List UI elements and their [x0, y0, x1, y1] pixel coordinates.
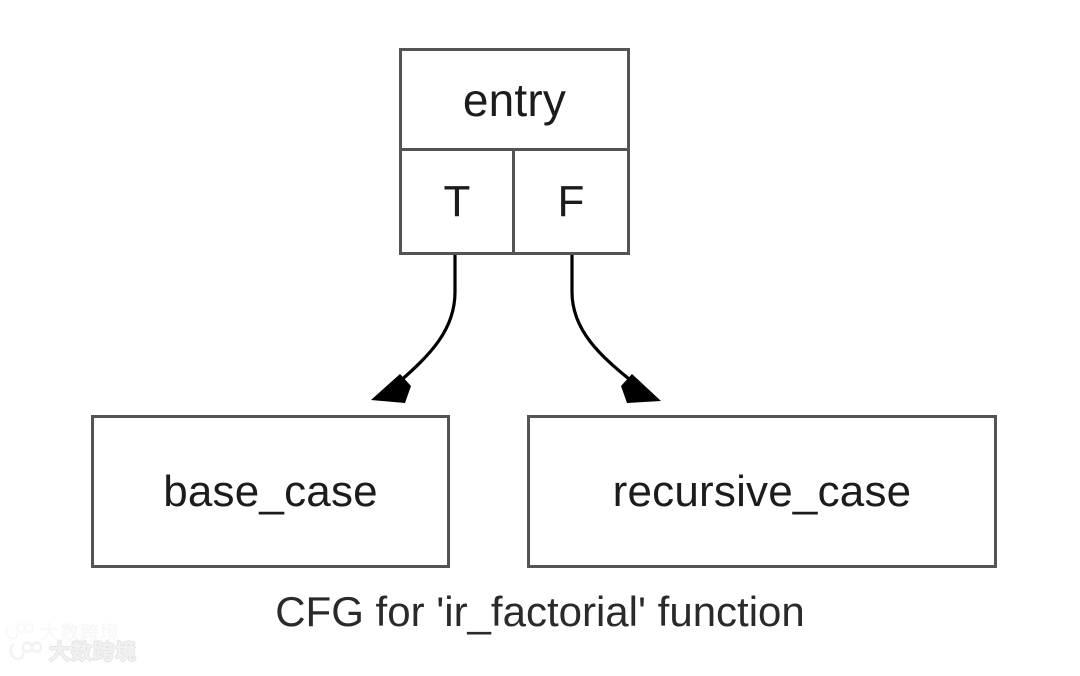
node-entry[interactable]: entry T F — [399, 48, 630, 255]
node-base-case[interactable]: base_case — [91, 415, 450, 568]
node-entry-port-true[interactable]: T — [443, 176, 471, 226]
node-entry-label: entry — [462, 73, 567, 126]
edge-entry-true-to-base-case — [371, 253, 457, 403]
node-base-case-label: base_case — [163, 466, 378, 516]
node-entry-ports: T F — [402, 148, 627, 252]
node-recursive-case[interactable]: recursive_case — [527, 415, 997, 568]
graph-caption: CFG for 'ir_factorial' function — [275, 588, 805, 635]
edge-entry-false-to-recursive-case — [570, 253, 661, 403]
node-entry-port-false[interactable]: F — [512, 151, 627, 252]
arrowhead-icon — [371, 374, 411, 403]
node-recursive-case-label: recursive_case — [612, 466, 912, 516]
arrowhead-icon — [621, 374, 661, 403]
